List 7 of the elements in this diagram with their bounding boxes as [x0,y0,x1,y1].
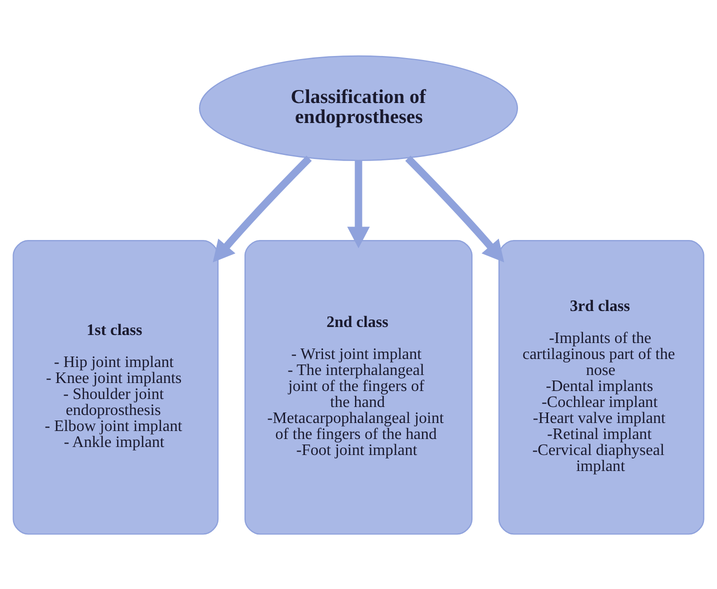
node-box: 2nd class - Wrist joint implant - The interphalangeal joint of the fingers of the hand -Metacarpophalangeal joint of the fingers of the hand -Foot joint implant [244,240,473,534]
arrow [405,155,504,262]
node-box: 3rd class -Implants of the cartilaginous part of the nose -Dental implants -Cochlear implant -Heart valve implant -Retinal implant -Cervical diaphyseal implant [498,240,704,534]
arrow [212,155,312,262]
node-ellipse: Classification of endoprostheses [198,54,518,161]
node-box: 1st class - Hip joint implant - Knee joint implants - Shoulder joint endoprosthesis - Elbow joint implant - Ankle implant [12,240,219,534]
arrow [347,160,370,248]
